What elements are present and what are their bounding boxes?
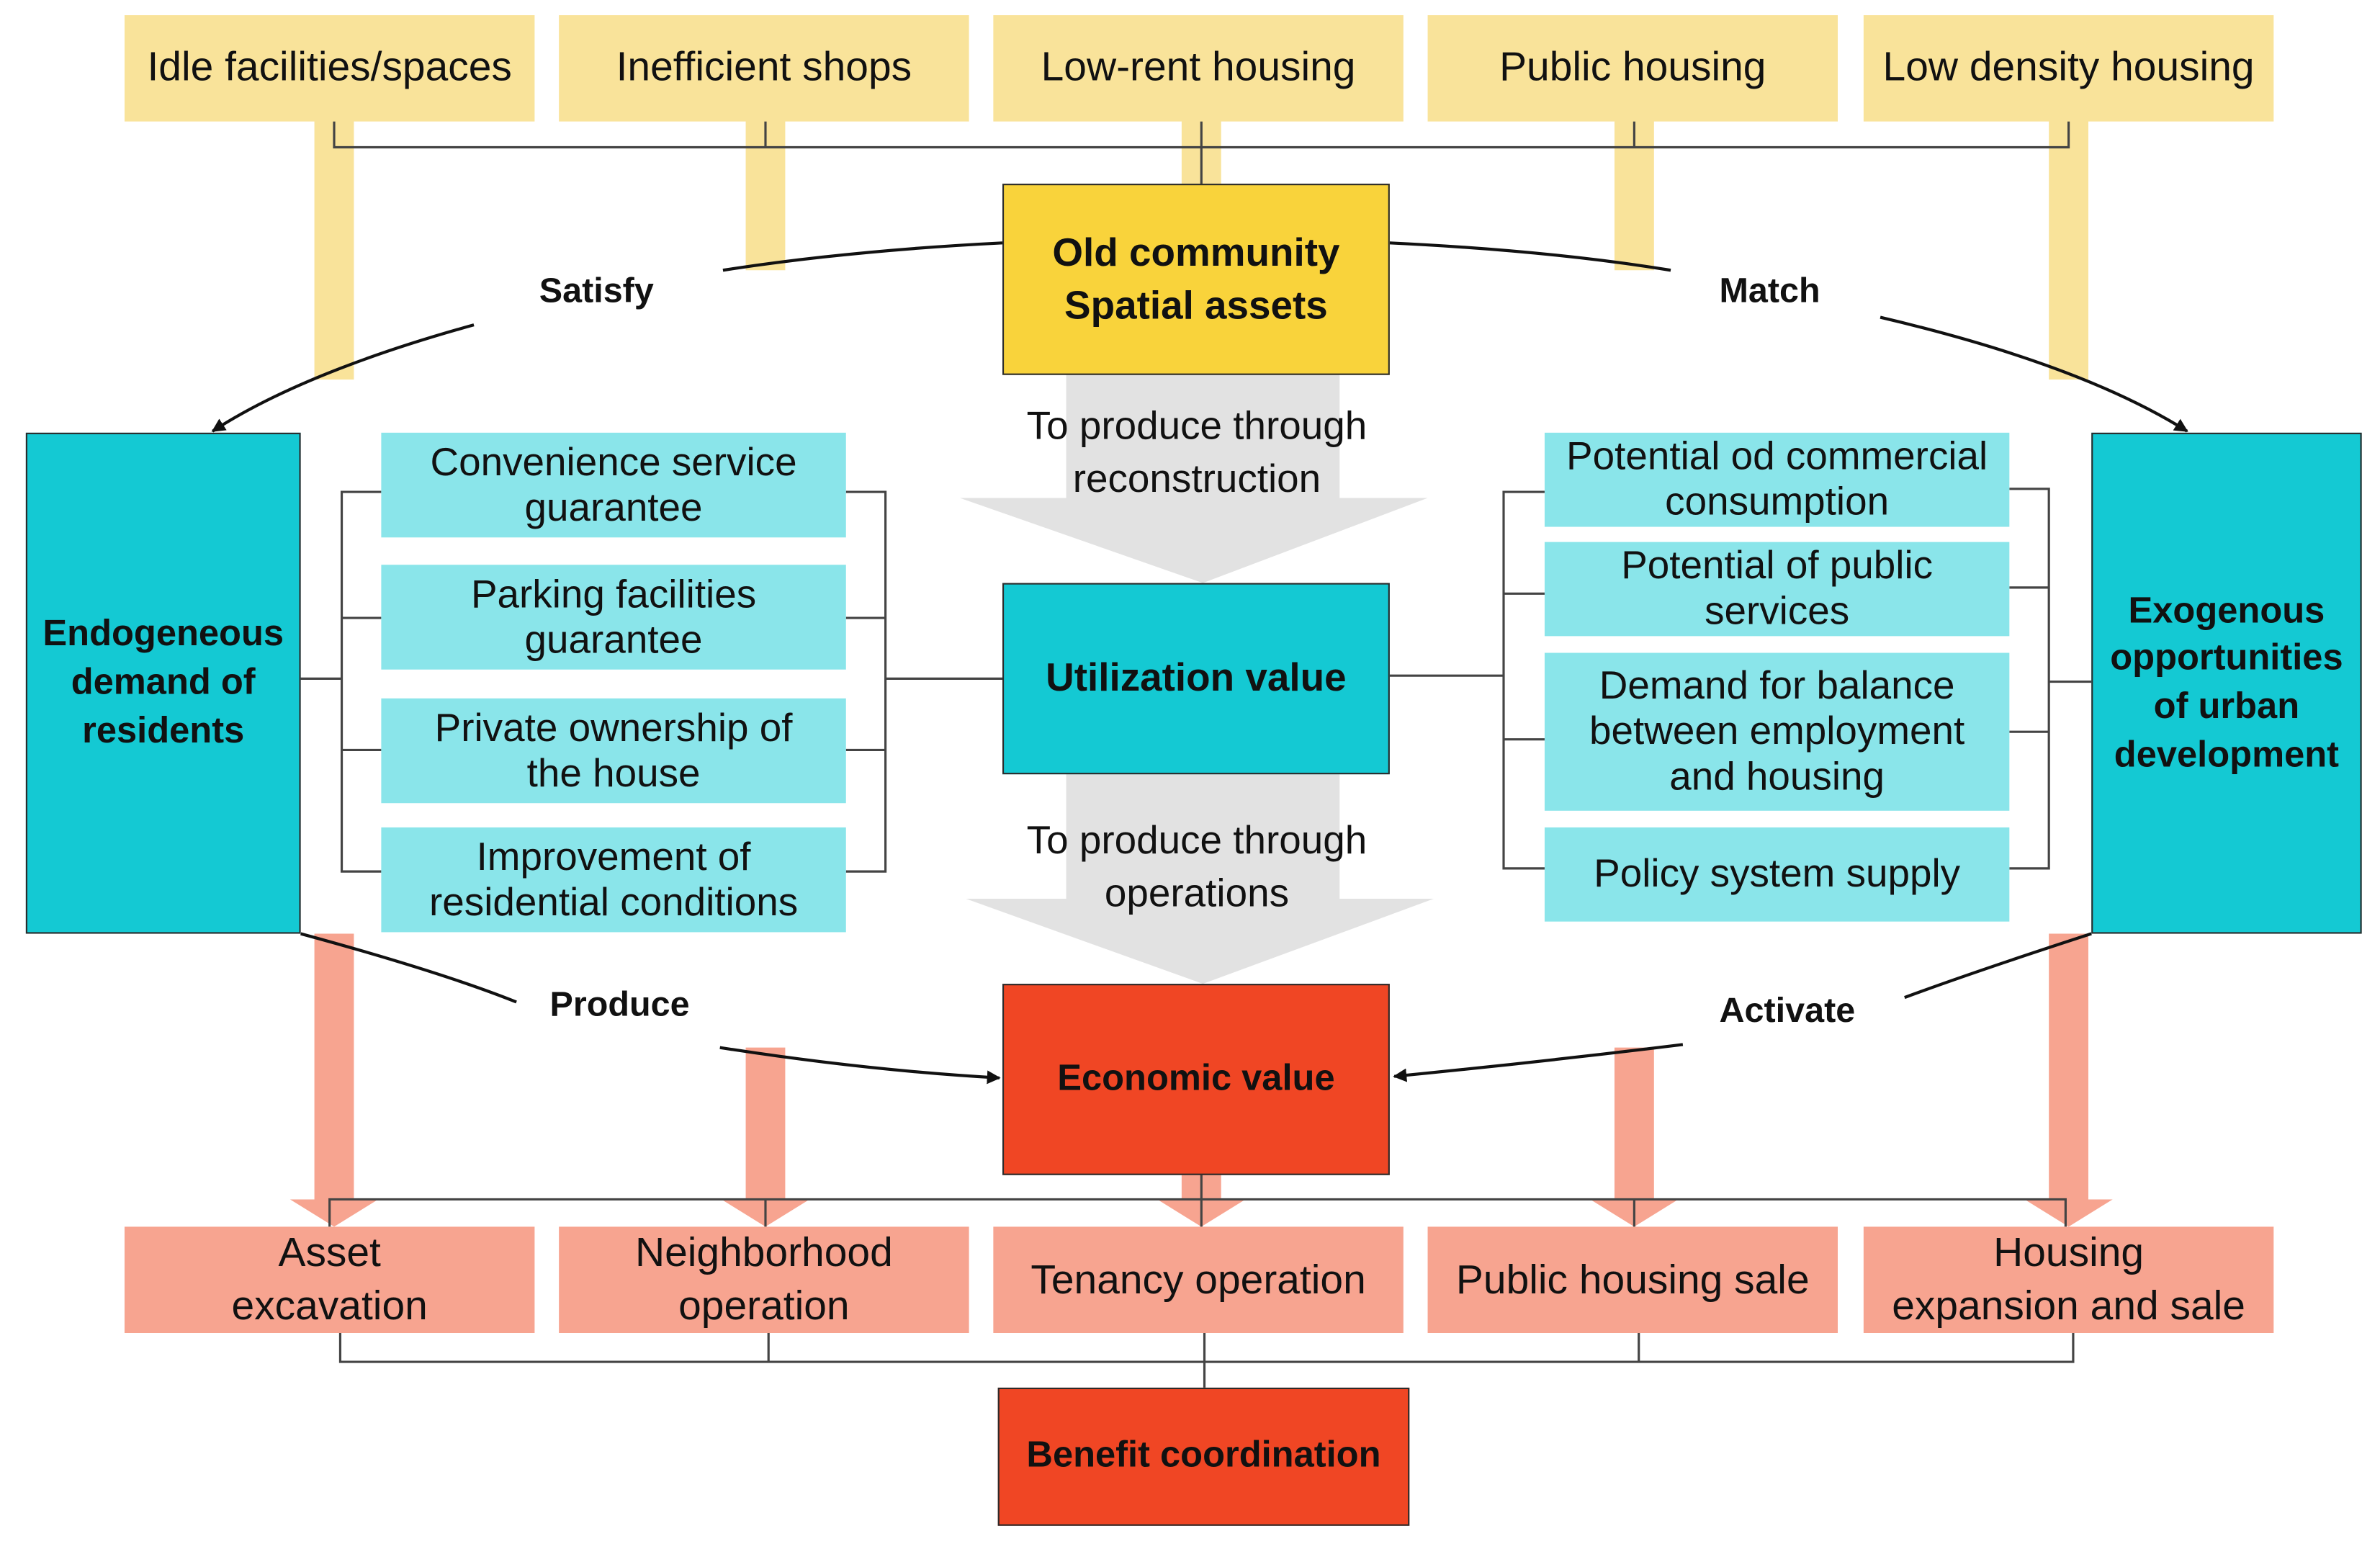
outcome-asset-excavation: Asset excavation xyxy=(124,1226,535,1333)
asset-low-rent-housing: Low-rent housing xyxy=(993,15,1404,122)
demand-item-convenience: Convenience service guarantee xyxy=(381,432,846,538)
relation-produce: Produce xyxy=(549,984,690,1023)
core-economic-value: Economic value xyxy=(1002,984,1390,1175)
asset-label: Low-rent housing xyxy=(1041,44,1356,90)
outcome-label: Housing expansion and sale xyxy=(1892,1230,2245,1329)
outcome-label: Neighborhood operation xyxy=(634,1230,893,1329)
asset-idle-facilities: Idle facilities/spaces xyxy=(124,15,535,122)
relation-arrows xyxy=(211,241,2188,1085)
demand-item-label: Private ownership of the house xyxy=(434,704,793,795)
grey-flow-arrows xyxy=(959,373,1434,984)
outcome-neighborhood-operation: Neighborhood operation xyxy=(559,1226,969,1333)
outcome-label: Public housing sale xyxy=(1455,1256,1810,1303)
core-utilization-value: Utilization value xyxy=(1002,583,1390,775)
flow-operations: To produce through operations xyxy=(972,814,1422,920)
demand-item-label: Improvement of residential conditions xyxy=(429,832,799,924)
asset-public-housing: Public housing xyxy=(1427,15,1838,122)
benefit-coordination-label: Benefit coordination xyxy=(1026,1435,1381,1476)
outcome-label: Tenancy operation xyxy=(1030,1256,1366,1303)
asset-label: Public housing xyxy=(1499,44,1766,90)
exogenous-opportunities-panel: Exogenous opportunities of urban develop… xyxy=(2091,432,2362,934)
opportunity-item-public-services: Potential of public services xyxy=(1544,542,2010,637)
endogeneous-demand-title: Endogeneous demand of residents xyxy=(42,614,284,752)
relation-satisfy: Satisfy xyxy=(539,270,654,310)
connector-lines xyxy=(300,121,2092,1388)
flow-operations-text: To produce through operations xyxy=(1026,817,1368,916)
relation-activate: Activate xyxy=(1719,989,1856,1030)
asset-label: Idle facilities/spaces xyxy=(147,44,512,90)
benefit-coordination: Benefit coordination xyxy=(997,1387,1410,1526)
asset-inefficient-shops: Inefficient shops xyxy=(559,15,969,122)
flow-reconstruction: To produce through reconstruction xyxy=(972,399,1422,506)
outcome-public-housing-sale: Public housing sale xyxy=(1427,1226,1838,1333)
opportunity-item-commercial: Potential od commercial consumption xyxy=(1544,432,2010,527)
outcome-label: Asset excavation xyxy=(231,1230,428,1329)
opportunity-item-policy: Policy system supply xyxy=(1544,827,2010,922)
asset-label: Low density housing xyxy=(1882,44,2255,90)
demand-item-label: Convenience service guarantee xyxy=(430,438,797,529)
asset-low-density-housing: Low density housing xyxy=(1863,15,2274,122)
core-spatial-assets: Old community Spatial assets xyxy=(1002,184,1390,375)
opportunity-item-job-housing-balance: Demand for balance between employment an… xyxy=(1544,652,2010,811)
relation-match: Match xyxy=(1719,270,1820,310)
demand-item-residential: Improvement of residential conditions xyxy=(381,827,846,933)
core-economic-label: Economic value xyxy=(1057,1057,1335,1099)
opportunity-item-label: Potential od commercial consumption xyxy=(1566,433,1988,524)
flow-reconstruction-text: To produce through reconstruction xyxy=(1026,402,1368,501)
exogenous-opportunities-title: Exogenous opportunities of urban develop… xyxy=(2110,590,2343,776)
demand-item-ownership: Private ownership of the house xyxy=(381,698,846,804)
demand-item-parking: Parking facilities guarantee xyxy=(381,565,846,670)
opportunity-item-label: Potential of public services xyxy=(1621,542,1934,634)
opportunity-item-label: Policy system supply xyxy=(1594,850,1961,896)
opportunity-item-label: Demand for balance between employment an… xyxy=(1589,662,1965,799)
demand-item-label: Parking facilities guarantee xyxy=(470,570,757,662)
endogeneous-demand-panel: Endogeneous demand of residents xyxy=(25,432,301,934)
core-spatial-assets-label: Old community Spatial assets xyxy=(1052,229,1340,328)
outcome-housing-expansion-sale: Housing expansion and sale xyxy=(1863,1226,2274,1333)
asset-label: Inefficient shops xyxy=(616,44,912,90)
core-utilization-label: Utilization value xyxy=(1046,655,1347,701)
outcome-tenancy-operation: Tenancy operation xyxy=(993,1226,1404,1333)
